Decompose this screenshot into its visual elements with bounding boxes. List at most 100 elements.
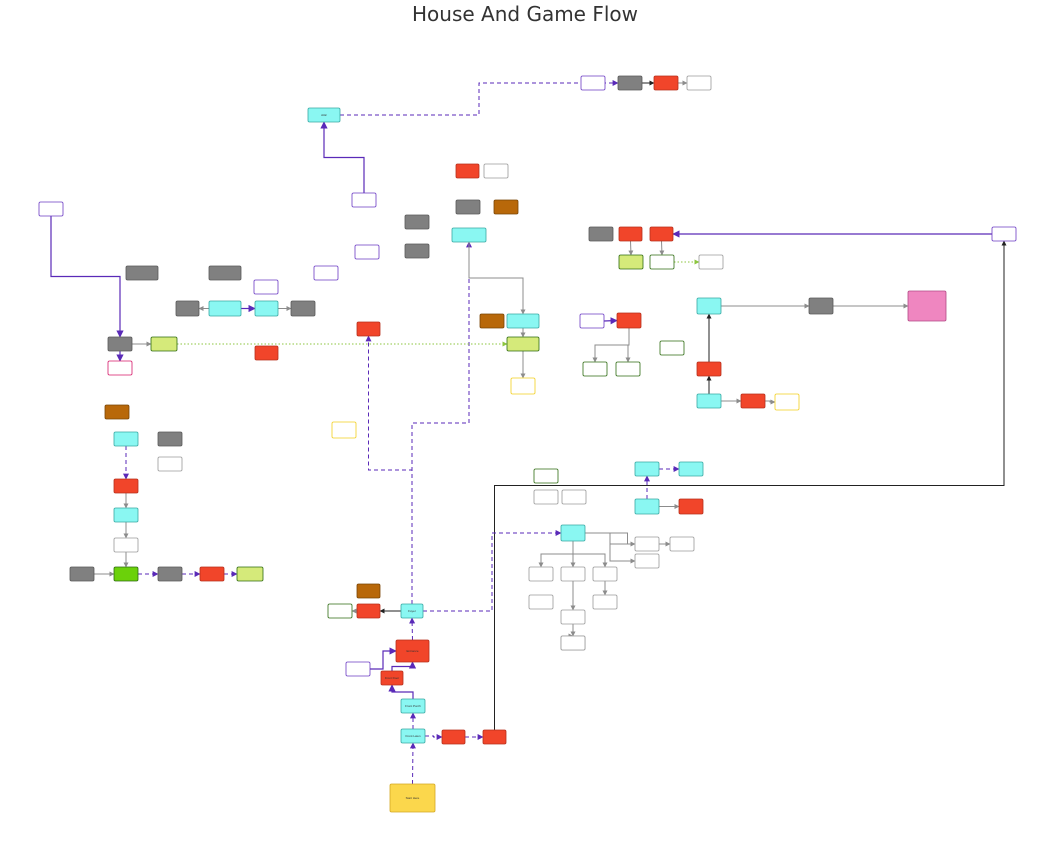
node-foyer-red [356,603,381,619]
node-g-w5 [669,536,695,552]
node-l-cyan [113,431,139,447]
node-box [157,431,183,447]
node-box [533,489,559,505]
node-center-brown [493,199,519,215]
node-box [157,456,183,472]
node-red-mid [254,345,279,361]
node-box [356,321,381,337]
node-label: Foyer [408,609,416,613]
node-box [649,226,674,242]
node-box [395,639,430,663]
node-box [157,566,183,582]
node-label: Start Here [406,796,420,800]
node-label: Front Lawn [405,734,420,738]
node-box [107,360,133,376]
node-top-note [351,192,377,208]
node-box [351,192,377,208]
node-g-w10 [592,594,618,610]
node-box [560,524,586,542]
edge-foyer-to-center_cyan [411,241,472,604]
node-box [907,290,947,322]
node-box [808,297,834,315]
node-box [592,566,618,582]
node-g-green [533,468,559,484]
node-secret-red [616,312,642,329]
node-box [991,226,1017,242]
node-box [69,566,95,582]
node-box [389,783,436,813]
node-key-note [253,279,279,295]
node-box [113,566,139,582]
edge-start-to-front_lawn [409,742,416,785]
node-box [686,75,712,91]
node-box [113,507,139,523]
node-box [634,498,660,515]
node-box [404,214,430,230]
node-big-red-2 [482,729,507,745]
node-box [634,461,660,477]
node-porch-note [345,661,371,677]
node-box [560,609,586,625]
node-rr-red2 [740,393,766,409]
node-box [698,254,724,270]
node-g-w7 [560,566,586,582]
node-tr-white [686,75,712,91]
node-box [696,393,722,409]
node-g-cyan4 [678,461,704,477]
node-box [579,313,605,329]
node-box [254,345,279,361]
edge-top_note-to-top_cyan [320,121,365,193]
edge-secret_note-to-secret_red [603,317,618,325]
edge-r_red_2-to-r_green [659,240,665,256]
node-box [345,661,371,677]
node-w-green-3 [659,340,685,356]
node-box [649,254,675,270]
node-tr-gray [617,75,643,91]
edge-secret_red-to-w_green_1 [592,328,630,363]
node-box [774,393,800,411]
node-box [113,478,139,494]
node-g-w1 [533,489,559,505]
node-box [455,163,480,179]
node-mid-yellow [331,421,357,439]
node-box [307,107,341,123]
node-l-red [113,478,139,494]
node-foyer-brown [356,583,381,599]
node-rr-yellow [774,393,800,411]
node-far-right [991,226,1017,242]
node-l-white2 [113,537,139,553]
node-g-w3 [634,536,660,552]
node-box [618,226,643,242]
edge-r_red_1-to-r_lime [628,240,634,256]
node-box [588,226,614,242]
node-w-green-1 [582,361,608,377]
node-label: Front Door [385,676,399,680]
node-box [678,461,704,477]
node-r-white [698,254,724,270]
node-r-gray [588,226,614,242]
node-r-red-1 [618,226,643,242]
node-cc-lime [506,336,540,352]
edge-top_cyan-to-tr_gray [340,80,619,116]
node-bl-gray2 [157,566,183,582]
node-label: Attic [321,113,327,117]
edge-front_porch-to-porch_red [388,684,414,699]
node-box [696,297,722,315]
node-center-white [483,163,509,179]
node-tr-red [653,75,679,91]
node-bl-lime [236,566,264,582]
node-box [254,300,279,317]
node-box [38,201,64,217]
node-box [455,199,481,215]
node-box [659,340,685,356]
edge-foyer-to-g_cyan [423,530,562,612]
node-g-red [678,498,704,515]
node-center-gray-1 [404,214,430,230]
edge-entrance-to-foyer [409,617,416,641]
node-rr-red [696,361,722,377]
node-g-w6 [528,566,554,582]
node-g-cyan2 [634,498,660,515]
node-rr-cyan [696,297,722,315]
node-box [493,199,519,215]
